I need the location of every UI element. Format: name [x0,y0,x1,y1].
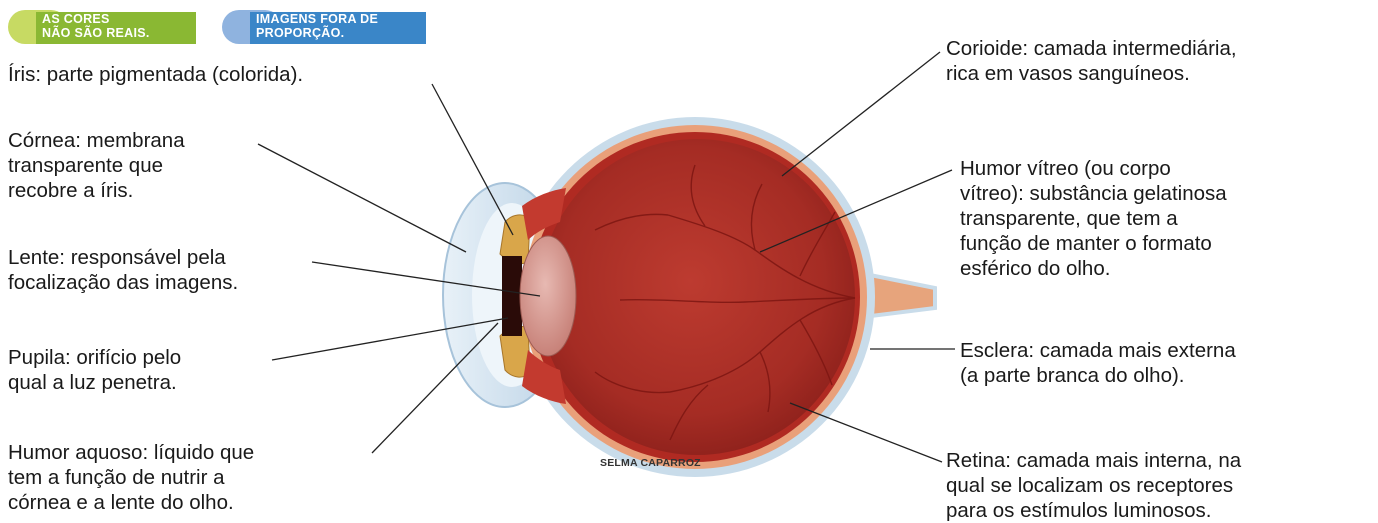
pupil [502,256,522,336]
choroid-label: Corioide: camada intermediária, rica em … [946,36,1237,86]
lens [520,236,576,356]
cornea-label: Córnea: membrana transparente que recobr… [8,128,185,203]
illustrator-credit: SELMA CAPARROZ [600,457,701,469]
pupil-label: Pupila: orifício pelo qual a luz penetra… [8,345,181,395]
retina-label: Retina: camada mais interna, na qual se … [946,448,1241,523]
sclera-label: Esclera: camada mais externa (a parte br… [960,338,1236,388]
lens-label: Lente: responsável pela focalização das … [8,245,238,295]
iris-label: Íris: parte pigmentada (colorida). [8,62,303,87]
vitreous-body [539,139,855,455]
cornea-leader [258,144,466,252]
aqueous-humor-label: Humor aquoso: líquido que tem a função d… [8,440,254,515]
vitreous-humor-label: Humor vítreo (ou corpo vítreo): substânc… [960,156,1227,281]
choroid-leader [782,52,940,176]
